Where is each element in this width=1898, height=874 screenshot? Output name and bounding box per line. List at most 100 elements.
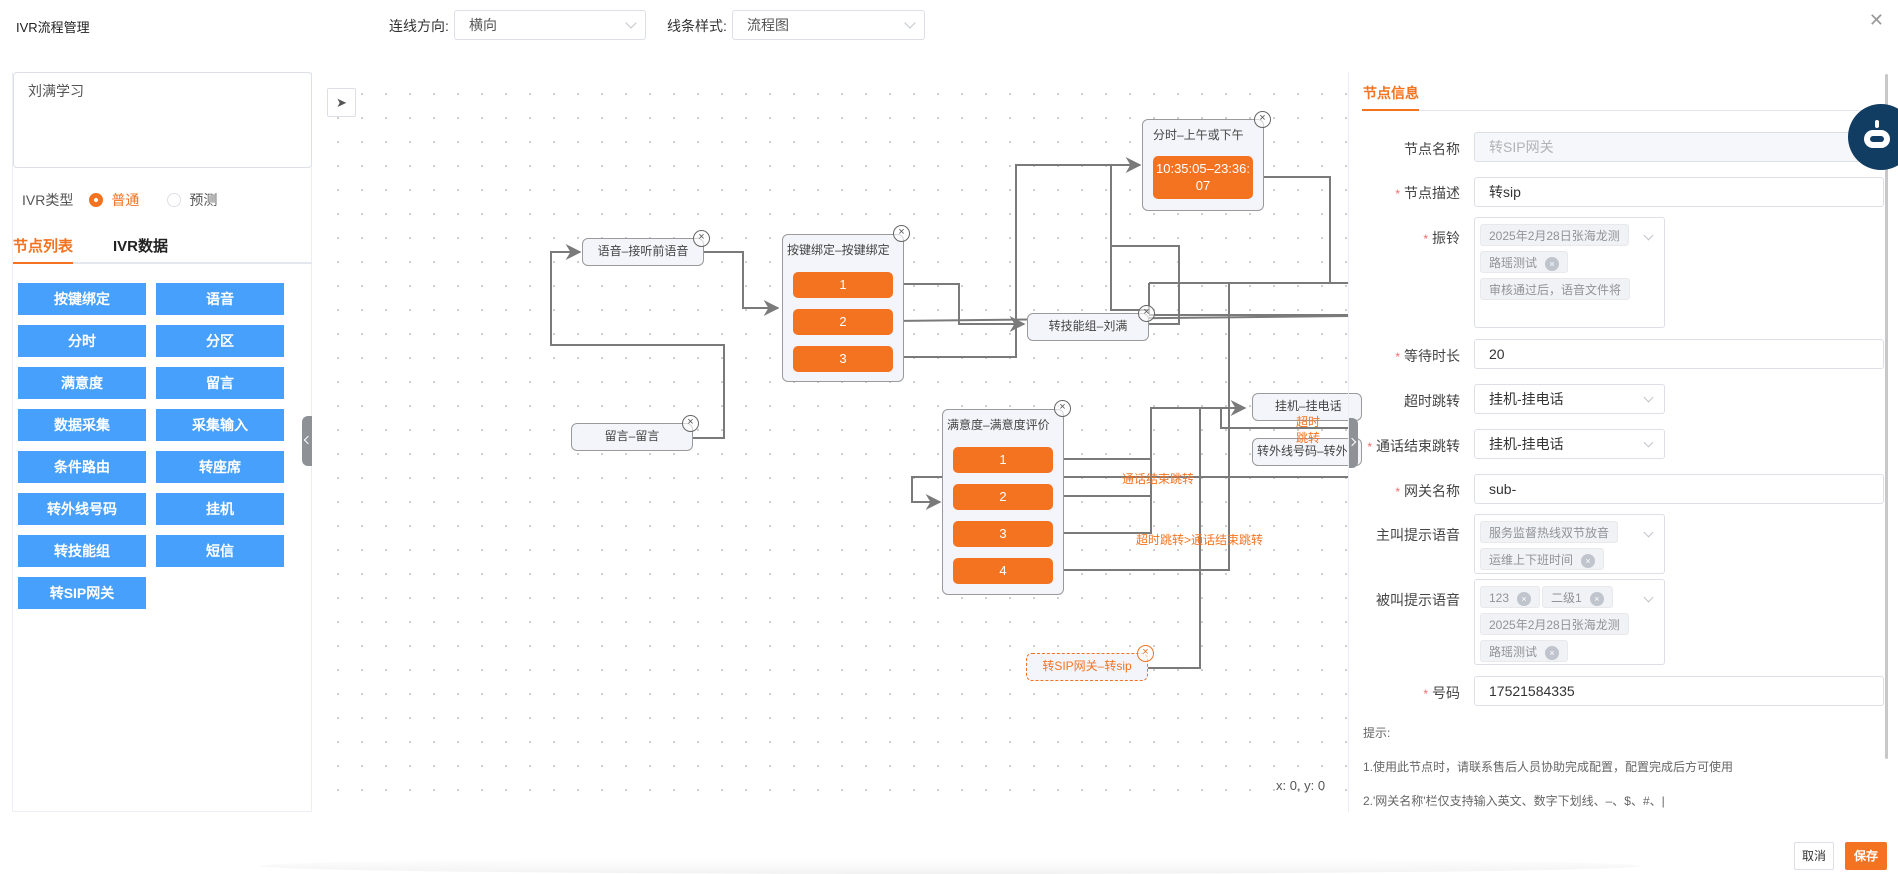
robot-assistant-icon[interactable] — [1848, 104, 1898, 170]
timeslot-option[interactable]: 10:35:05–23:36:07 — [1153, 156, 1253, 199]
delete-node-icon[interactable]: × — [1138, 305, 1155, 322]
satisfaction-option-4[interactable]: 4 — [953, 558, 1053, 584]
line-style-select[interactable]: 流程图 — [732, 10, 925, 40]
ringtone-select[interactable]: 2025年2月28日张海龙测 路瑶测试× 审核通过后，语音文件将 — [1474, 217, 1665, 328]
canvas-coordinates: x: 0, y: 0 — [1276, 778, 1326, 793]
keybind-option-3[interactable]: 3 — [793, 346, 893, 372]
timeout-jump-select[interactable]: 挂机-挂电话 — [1474, 384, 1665, 414]
node-name-input[interactable]: 转SIP网关 — [1474, 132, 1884, 162]
node-type-button[interactable]: 转外线号码 — [18, 493, 146, 525]
navigation-arrow-icon[interactable]: ➤ — [327, 88, 356, 117]
save-button[interactable]: 保存 — [1845, 842, 1887, 870]
node-type-button[interactable]: 转技能组 — [18, 535, 146, 567]
tag: 审核通过后，语音文件将 — [1480, 278, 1630, 300]
node-keybind[interactable]: 按键绑定–按键绑定 1 2 3 — [782, 234, 904, 382]
node-type-button[interactable]: 短信 — [156, 535, 284, 567]
node-type-button[interactable]: 满意度 — [18, 367, 146, 399]
tab-divider — [1362, 110, 1882, 111]
node-type-button[interactable]: 分区 — [156, 325, 284, 357]
tab-ivr-data[interactable]: IVR数据 — [113, 238, 169, 255]
delete-node-icon[interactable]: × — [1054, 400, 1071, 417]
edge-skill-loop — [1110, 246, 1148, 311]
node-hangup[interactable]: 挂机–挂电话 — [1252, 393, 1362, 421]
satisfaction-option-1[interactable]: 1 — [953, 447, 1053, 473]
call-end-jump-select[interactable]: 挂机-挂电话 — [1474, 429, 1665, 459]
node-outside-line[interactable]: 转外线号码–转外 — [1252, 438, 1362, 466]
label-caller-prompt: 主叫提示语音 — [1376, 527, 1460, 543]
node-type-button[interactable]: 语音 — [156, 283, 284, 315]
edge-sip-hangup — [1147, 408, 1201, 669]
node-type-button[interactable]: 挂机 — [156, 493, 284, 525]
edge-label-call-end: 通话结束跳转 — [1122, 472, 1195, 486]
node-desc-input[interactable]: 转sip — [1474, 177, 1884, 207]
edge-skill-timeslot — [1110, 165, 1180, 325]
direction-select[interactable]: 横向 — [454, 10, 646, 40]
callee-prompt-select[interactable]: 123×二级1× 2025年2月28日张海龙测 路瑶测试× — [1474, 579, 1665, 665]
tab-node-list[interactable]: 节点列表 — [13, 238, 74, 255]
node-type-button[interactable]: 数据采集 — [18, 409, 146, 441]
hint-title: 提示: — [1363, 726, 1391, 740]
label-callee-prompt: 被叫提示语音 — [1376, 592, 1460, 608]
tab-node-info[interactable]: 节点信息 — [1363, 85, 1419, 101]
edge-key3-timeslot — [892, 157, 1142, 358]
tag-close-icon[interactable]: × — [1581, 553, 1596, 568]
delete-node-icon[interactable]: × — [693, 230, 710, 247]
keybind-option-2[interactable]: 2 — [793, 309, 893, 335]
node-message[interactable]: 留言–留言 — [571, 423, 693, 451]
node-keybind-title: 按键绑定–按键绑定 — [787, 243, 890, 257]
node-skill-group[interactable]: 转技能组–刘满 — [1027, 313, 1149, 341]
tag-close-icon[interactable]: × — [1589, 591, 1604, 606]
radio-normal[interactable] — [89, 193, 104, 207]
node-type-button[interactable]: 按键绑定 — [18, 283, 146, 315]
caller-prompt-select[interactable]: 服务监督热线双节放音 运维上下班时间× — [1474, 514, 1665, 574]
ivr-type-group: IVR类型 普通 预测 — [22, 190, 217, 210]
radio-predict[interactable] — [167, 193, 182, 207]
satisfaction-option-3[interactable]: 3 — [953, 521, 1053, 547]
satisfaction-option-2[interactable]: 2 — [953, 484, 1053, 510]
direction-value: 横向 — [469, 17, 497, 33]
flow-description-input[interactable] — [13, 72, 312, 168]
edge-callend-sat2 — [911, 476, 1348, 510]
delete-node-icon[interactable]: × — [1254, 111, 1271, 128]
node-type-button[interactable]: 转SIP网关 — [18, 577, 146, 609]
radio-predict-label[interactable]: 预测 — [189, 192, 218, 208]
node-type-button[interactable]: 分时 — [18, 325, 146, 357]
wait-duration-input[interactable]: 20 — [1474, 339, 1884, 369]
edge-sat1 — [1052, 400, 1247, 460]
keybind-option-1[interactable]: 1 — [793, 272, 893, 298]
node-sip-label: 转SIP网关–转sip — [1042, 659, 1132, 673]
gateway-name-input[interactable]: sub- — [1474, 474, 1884, 504]
label-call-end-jump: *通话结束跳转 — [1367, 438, 1460, 454]
number-input[interactable]: 17521584335 — [1474, 676, 1884, 706]
right-panel-scrollbar[interactable] — [1885, 74, 1888, 759]
active-tab-indicator — [1362, 109, 1419, 111]
tag-close-icon[interactable]: × — [1545, 645, 1560, 660]
node-hangup-label: 挂机–挂电话 — [1275, 399, 1342, 413]
direction-label: 连线方向: — [389, 18, 449, 34]
label-node-desc: *节点描述 — [1395, 185, 1460, 201]
delete-node-icon[interactable]: × — [893, 225, 910, 242]
node-skill-label: 转技能组–刘满 — [1048, 319, 1128, 333]
active-tab-indicator — [13, 262, 73, 264]
node-satisfaction[interactable]: 满意度–满意度评价 1 2 3 4 — [942, 409, 1064, 595]
node-type-button[interactable]: 转座席 — [156, 451, 284, 483]
node-type-button[interactable]: 条件路由 — [18, 451, 146, 483]
node-type-button[interactable]: 留言 — [156, 367, 284, 399]
tag-close-icon[interactable]: × — [1517, 591, 1532, 606]
delete-node-icon[interactable]: × — [682, 415, 699, 432]
tag: 123× — [1480, 586, 1541, 608]
node-type-button[interactable]: 采集输入 — [156, 409, 284, 441]
tag-close-icon[interactable]: × — [1545, 256, 1560, 271]
node-sip-gateway[interactable]: 转SIP网关–转sip — [1026, 653, 1148, 681]
cancel-button[interactable]: 取消 — [1794, 842, 1834, 870]
delete-node-icon[interactable]: × — [1137, 645, 1154, 662]
node-voice[interactable]: 语音–接听前语音 — [582, 238, 704, 266]
collapse-right-handle[interactable] — [1348, 418, 1358, 468]
node-timeslot[interactable]: 分时–上午或下午 10:35:05–23:36:07 — [1142, 119, 1264, 211]
node-outside-label: 转外线号码–转外 — [1257, 444, 1348, 458]
left-tabs: 节点列表 IVR数据 — [13, 232, 312, 264]
close-icon[interactable]: ✕ — [1868, 10, 1884, 30]
collapse-left-handle[interactable] — [302, 416, 312, 466]
tag: 路瑶测试× — [1480, 640, 1569, 662]
radio-normal-label[interactable]: 普通 — [111, 192, 140, 208]
